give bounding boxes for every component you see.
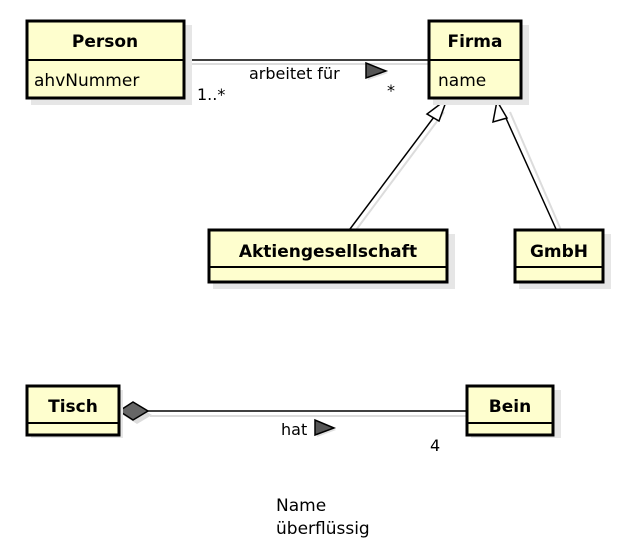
class-name: Firma — [447, 32, 502, 52]
class-name: Aktiengesellschaft — [239, 242, 417, 262]
direction-arrow-icon — [365, 61, 389, 80]
class-name: Tisch — [48, 397, 98, 417]
multiplicity-firma: * — [387, 81, 395, 100]
multiplicity-bein: 4 — [430, 436, 440, 455]
class-bein[interactable]: Bein — [465, 384, 561, 438]
association-hat: hat 4 — [117, 401, 467, 455]
class-tisch[interactable]: Tisch — [25, 384, 123, 438]
note-text: Name überflüssig — [276, 496, 370, 539]
class-aktiengesellschaft[interactable]: Aktiengesellschaft — [207, 228, 455, 289]
class-attribute: ahvNummer — [34, 71, 139, 91]
aggregation-diamond-icon — [117, 401, 150, 421]
association-label: arbeitet für — [249, 64, 340, 83]
note-line-1: Name — [276, 496, 326, 516]
association-arbeitet-fuer: arbeitet für 1..* * — [186, 59, 429, 104]
class-gmbh[interactable]: GmbH — [513, 228, 611, 289]
direction-arrow-icon — [314, 418, 337, 437]
class-firma[interactable]: Firma name — [427, 19, 529, 105]
class-name: Person — [72, 32, 138, 52]
class-name: Bein — [489, 397, 531, 417]
inheritance-arrowhead-icon — [492, 98, 509, 124]
note-line-2: überflüssig — [276, 519, 370, 539]
class-name: GmbH — [530, 242, 588, 262]
multiplicity-person: 1..* — [197, 85, 225, 104]
class-attribute: name — [438, 71, 486, 91]
class-person[interactable]: Person ahvNummer — [25, 19, 192, 105]
generalization-gmbh-firma — [492, 98, 562, 231]
association-label: hat — [281, 420, 307, 439]
generalization-ag-firma — [349, 96, 449, 231]
